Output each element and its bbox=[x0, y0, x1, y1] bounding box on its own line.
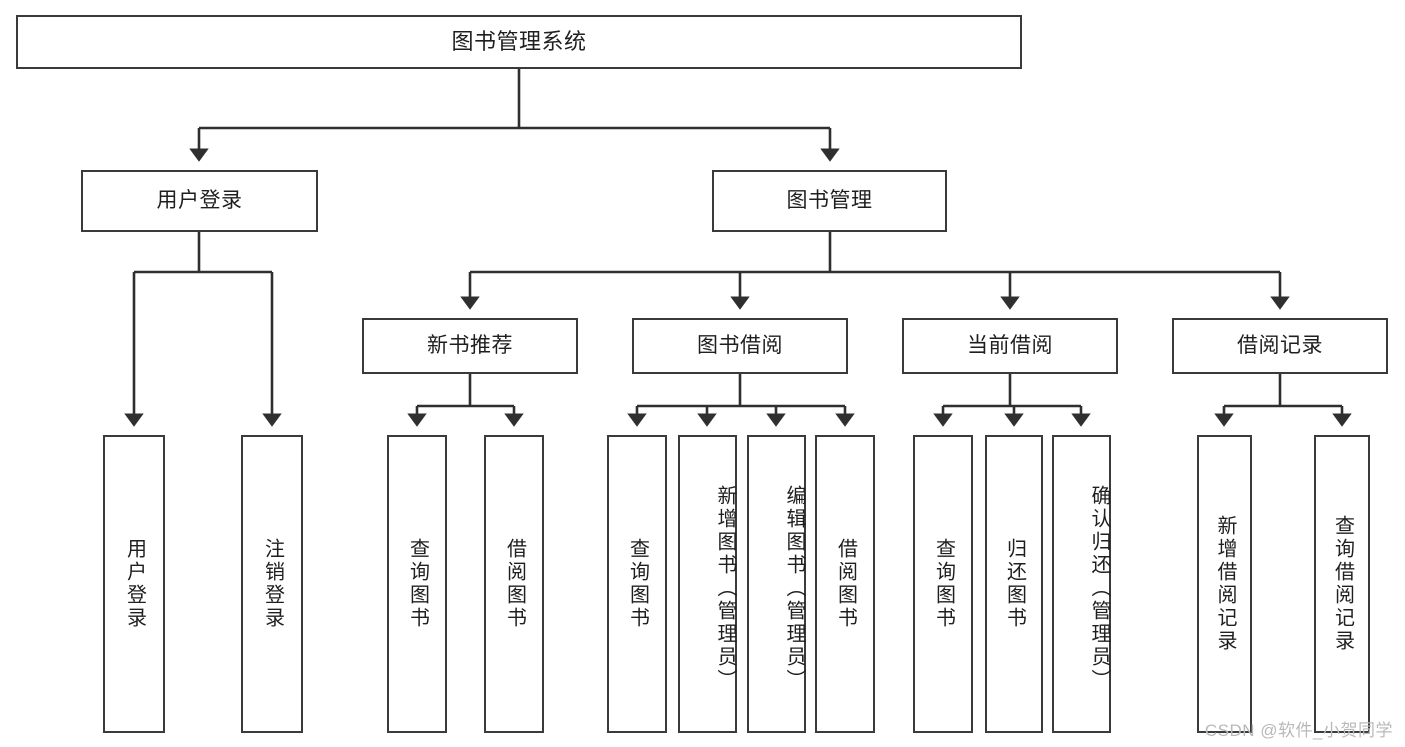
node-user-login[interactable]: 用户登录 bbox=[81, 170, 318, 232]
leaf-add-book-admin[interactable]: 新增图书（管理员） bbox=[678, 435, 737, 733]
leaf-borrow-book-from-borrow[interactable]: 借阅图书 bbox=[815, 435, 875, 733]
node-book-borrow[interactable]: 图书借阅 bbox=[632, 318, 848, 374]
leaf-user-login[interactable]: 用户登录 bbox=[103, 435, 165, 733]
node-borrow-record[interactable]: 借阅记录 bbox=[1172, 318, 1388, 374]
leaf-add-borrow-record[interactable]: 新增借阅记录 bbox=[1197, 435, 1252, 733]
node-new-book-recommendation[interactable]: 新书推荐 bbox=[362, 318, 578, 374]
node-root-system[interactable]: 图书管理系统 bbox=[16, 15, 1022, 69]
node-book-manage[interactable]: 图书管理 bbox=[712, 170, 947, 232]
leaf-confirm-return-admin[interactable]: 确认归还（管理员） bbox=[1052, 435, 1111, 733]
leaf-borrow-book-from-recommendation[interactable]: 借阅图书 bbox=[484, 435, 544, 733]
leaf-user-logout[interactable]: 注销登录 bbox=[241, 435, 303, 733]
leaf-query-book-from-current[interactable]: 查询图书 bbox=[913, 435, 973, 733]
leaf-return-book[interactable]: 归还图书 bbox=[985, 435, 1043, 733]
watermark-text: CSDN @软件_小贺同学 bbox=[1204, 721, 1393, 740]
leaf-query-book-from-recommendation[interactable]: 查询图书 bbox=[387, 435, 447, 733]
node-current-borrow[interactable]: 当前借阅 bbox=[902, 318, 1118, 374]
leaf-edit-book-admin[interactable]: 编辑图书（管理员） bbox=[747, 435, 806, 733]
leaf-query-borrow-record[interactable]: 查询借阅记录 bbox=[1314, 435, 1370, 733]
leaf-query-book-from-borrow[interactable]: 查询图书 bbox=[607, 435, 667, 733]
